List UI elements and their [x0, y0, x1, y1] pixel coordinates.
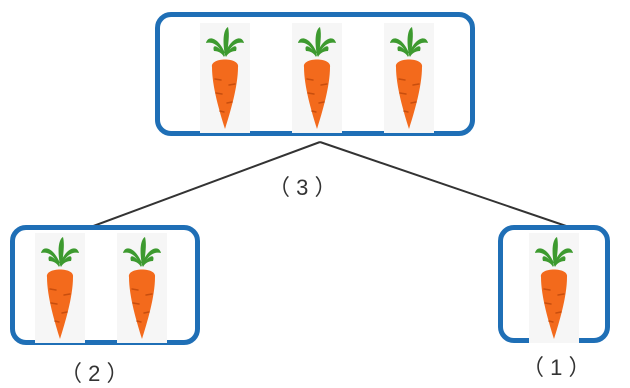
carrot-icon — [117, 233, 167, 343]
left-count-label: （ 2 ） — [60, 361, 129, 386]
connector-left — [87, 141, 321, 229]
right-count-label: （ 1 ） — [522, 355, 591, 380]
top-carrot-box — [155, 12, 475, 136]
top-count-label: （ 3 ） — [268, 175, 337, 200]
carrot-icon — [200, 23, 250, 133]
left-carrot-box — [10, 225, 200, 345]
carrot-icon — [35, 233, 85, 343]
carrot-icon — [384, 23, 434, 133]
right-carrot-box — [498, 225, 610, 343]
connector-right — [319, 141, 573, 229]
carrot-icon — [529, 233, 579, 343]
carrot-icon — [292, 23, 342, 133]
